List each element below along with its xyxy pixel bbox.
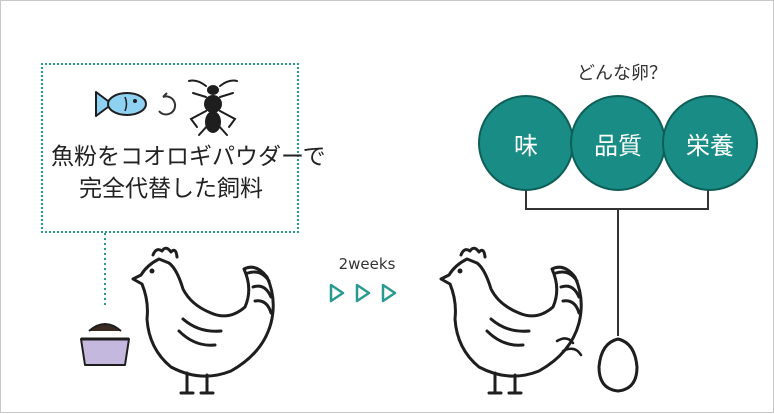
feed-line-2: 完全代替した飼料 bbox=[79, 176, 263, 202]
attribute-quality: 品質 bbox=[570, 95, 666, 191]
attribute-nutrition: 栄養 bbox=[662, 95, 758, 191]
feed-description-box bbox=[41, 63, 299, 233]
question-label: どんな卵？ bbox=[577, 63, 667, 84]
feed-line-1: 魚粉をコオロギパウダーで bbox=[51, 144, 326, 170]
attribute-taste: 味 bbox=[478, 95, 574, 191]
period-label: 2weeks bbox=[338, 255, 396, 273]
